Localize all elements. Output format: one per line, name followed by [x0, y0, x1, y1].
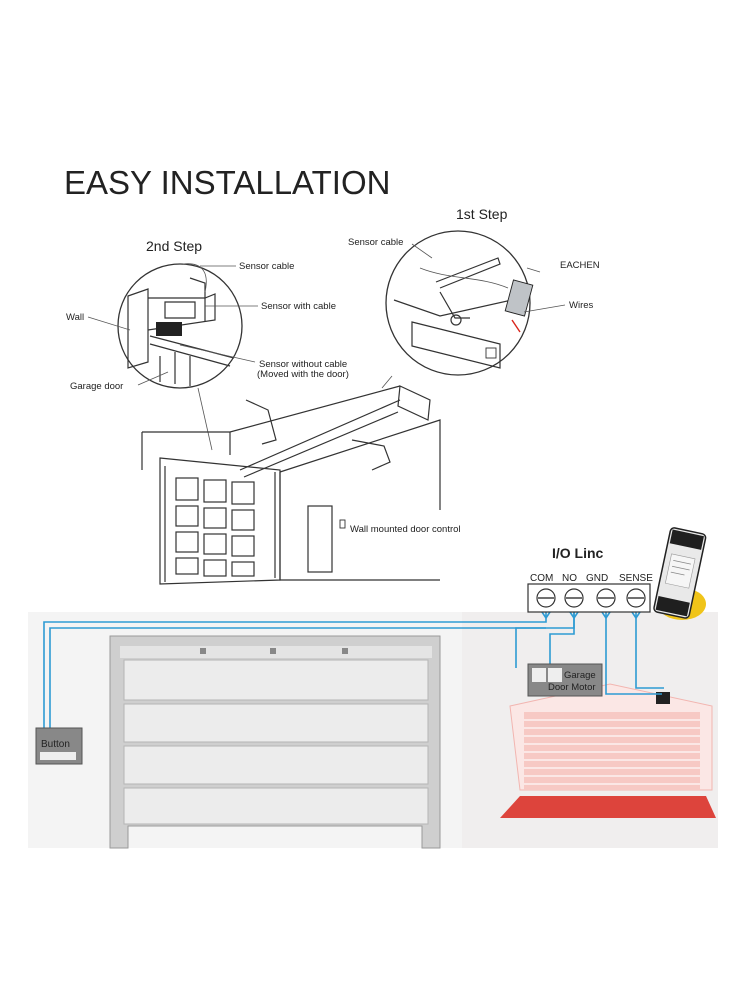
grey-garage-door — [109, 635, 441, 849]
label-wall-control: Wall mounted door control — [350, 524, 461, 535]
terminal-label-no: NO — [562, 573, 577, 584]
floor-beam — [500, 796, 716, 818]
label-sensor-cable-1: Sensor cable — [348, 237, 403, 248]
first-step-device — [504, 279, 534, 317]
sensor-block — [156, 322, 182, 336]
button-box: Button — [35, 727, 83, 765]
first-step-heading: 1st Step — [456, 206, 508, 222]
second-step-callout: 2nd Step Sensor cable Wall Sensor with c… — [66, 238, 349, 392]
sensor-garage — [500, 683, 716, 818]
label-wires: Wires — [569, 300, 594, 311]
garage-door-motor: Garage Door Motor — [527, 663, 603, 697]
door-sensor — [656, 692, 670, 704]
button-label: Button — [41, 739, 70, 750]
door-panels-sketch — [175, 477, 255, 577]
label-sensor-cable-2: Sensor cable — [239, 261, 294, 272]
wall-control-box — [339, 519, 346, 529]
terminal-label-gnd: GND — [586, 573, 608, 584]
terminal-label-sense: SENSE — [619, 573, 653, 584]
first-step-callout: 1st Step Sensor cable EACHEN Wires — [348, 206, 600, 376]
motor-label-line1: Garage — [564, 670, 596, 681]
io-linc-module: I/O Linc COM NO GND SENSE — [527, 527, 707, 620]
label-moved-with-door: (Moved with the door) — [257, 369, 349, 380]
second-step-heading: 2nd Step — [146, 238, 202, 254]
label-eachen: EACHEN — [560, 260, 600, 271]
page-title: EASY INSTALLATION — [64, 164, 390, 201]
label-garage-door: Garage door — [70, 381, 123, 392]
wiring-illustration: Button Garage Door Motor I/O Linc COM NO… — [28, 527, 718, 849]
label-sensor-with-cable: Sensor with cable — [261, 301, 336, 312]
terminal-label-com: COM — [530, 573, 553, 584]
terminal-screws — [536, 588, 646, 608]
module-title: I/O Linc — [552, 545, 604, 561]
first-step-sketch — [393, 257, 534, 369]
garage-scene: Wall mounted door control — [141, 385, 461, 585]
second-step-sketch — [127, 263, 235, 386]
motor-label-line2: Door Motor — [548, 682, 596, 693]
signal-wires — [43, 611, 664, 730]
label-wall: Wall — [66, 312, 84, 323]
label-sensor-without-cable: Sensor without cable — [259, 359, 347, 370]
eachen-device — [653, 527, 707, 619]
